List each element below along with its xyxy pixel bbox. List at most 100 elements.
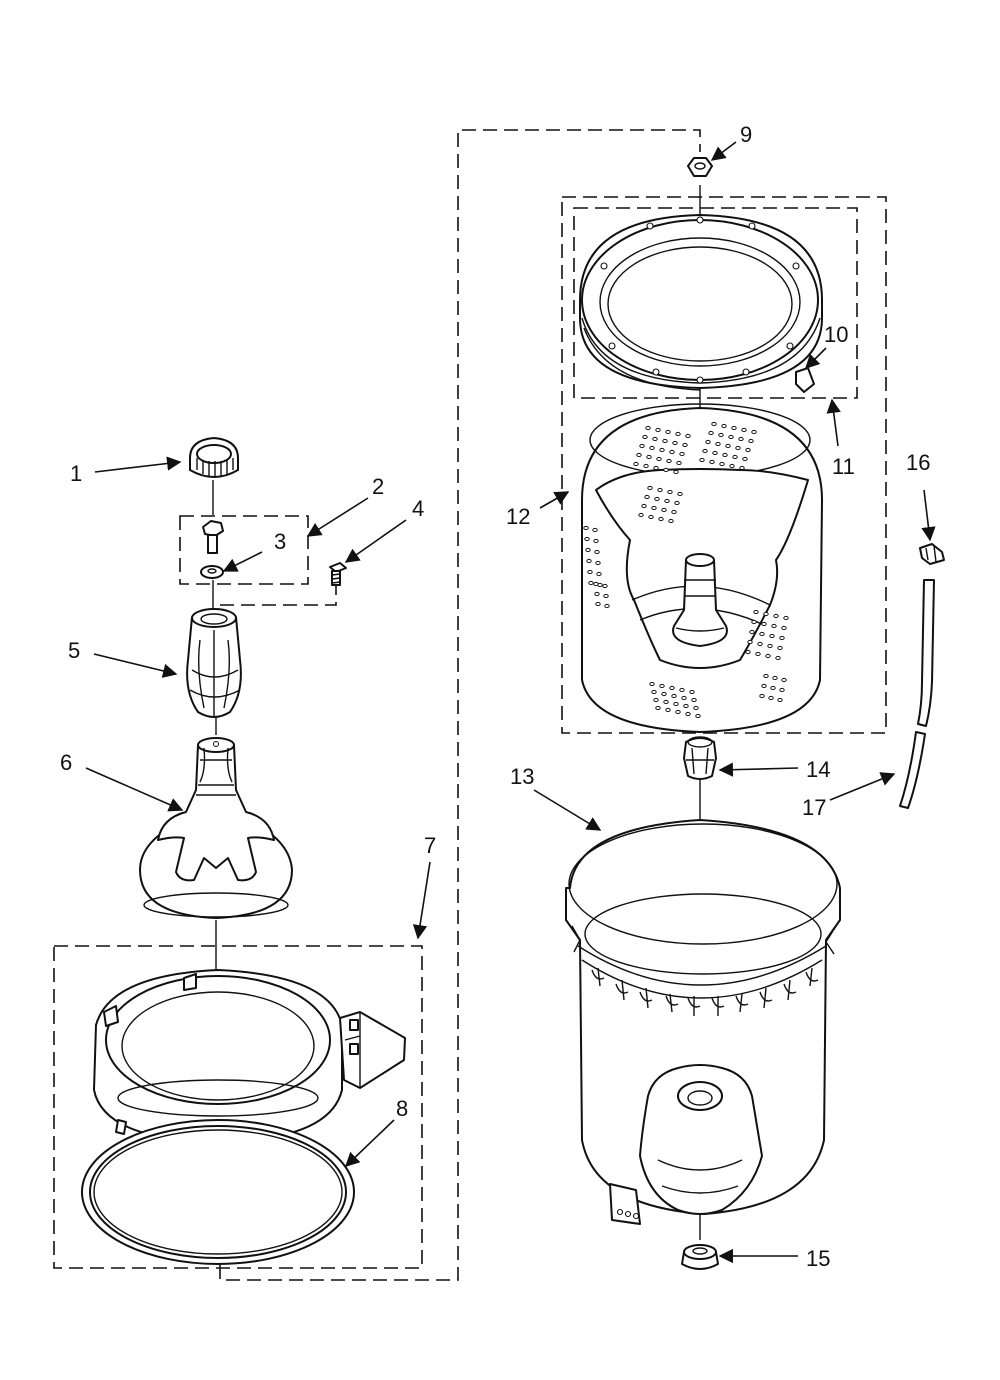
perforation-hole <box>671 693 677 699</box>
perforation-hole <box>777 645 783 651</box>
perforation-hole <box>664 498 670 504</box>
screw <box>329 562 347 586</box>
perforation-hole <box>691 697 697 703</box>
perforation-hole <box>661 507 667 513</box>
perforation-hole <box>722 452 728 458</box>
perforation-hole <box>781 677 787 683</box>
perforation-hole <box>652 436 658 442</box>
callout-13: 13 <box>510 764 534 789</box>
perforation-hole <box>659 683 665 689</box>
perforation-hole <box>595 560 601 566</box>
perforation-hole <box>587 569 593 575</box>
callout-2: 2 <box>372 474 384 499</box>
perforation-hole <box>775 655 781 661</box>
perforation-hole <box>644 494 650 500</box>
assembly-connector-lines <box>219 129 701 1281</box>
perforation-hole <box>642 434 648 440</box>
perforation-hole <box>725 443 731 449</box>
perforation-hole <box>655 705 661 711</box>
callout-4: 4 <box>412 496 424 521</box>
callout-3: 3 <box>274 529 286 554</box>
agitator-cap <box>189 437 239 478</box>
perforation-hole <box>604 603 610 609</box>
perforation-hole <box>759 693 765 699</box>
hose <box>899 579 935 809</box>
perforation-hole <box>751 619 757 625</box>
perforation-hole <box>770 685 776 691</box>
perforation-hole <box>728 434 734 440</box>
perforation-hole <box>585 547 591 553</box>
outer-tub <box>565 819 841 1225</box>
perforation-hole <box>666 458 672 464</box>
perforation-hole <box>658 516 664 522</box>
perforation-hole <box>676 460 682 466</box>
agitator-base <box>139 737 293 919</box>
perforation-hole <box>777 697 783 703</box>
perforation-hole <box>672 440 678 446</box>
perforation-hole <box>759 631 765 637</box>
perforation-hole <box>665 707 671 713</box>
perforation-hole <box>708 430 714 436</box>
perforation-hole <box>661 691 667 697</box>
drive-block <box>683 736 717 780</box>
perforation-hole <box>594 549 600 555</box>
perforation-hole <box>665 429 671 435</box>
perforation-hole <box>646 454 652 460</box>
spanner-nut <box>687 157 713 177</box>
perforation-hole <box>693 705 699 711</box>
basket-assembly <box>561 196 887 734</box>
perforation-hole <box>709 459 715 465</box>
agitator-dogs <box>186 608 242 718</box>
perforation-hole <box>663 467 669 473</box>
perforation-hole <box>773 613 779 619</box>
perforation-hole <box>595 601 601 607</box>
perforation-hole <box>683 703 689 709</box>
perforation-hole <box>649 681 655 687</box>
perforation-hole <box>749 629 755 635</box>
perforation-hole <box>584 536 590 542</box>
perforation-hole <box>636 452 642 458</box>
perforation-hole <box>735 445 741 451</box>
perforation-hole <box>673 469 679 475</box>
perforation-hole <box>763 611 769 617</box>
perforation-hole <box>745 447 751 453</box>
perforation-hole <box>695 713 701 719</box>
perforation-hole <box>757 641 763 647</box>
leader-arrows <box>85 141 936 1264</box>
perforation-hole <box>719 461 725 467</box>
perforation-hole <box>779 635 785 641</box>
perforation-hole <box>656 456 662 462</box>
perforation-hole <box>699 457 705 463</box>
perforation-hole <box>738 436 744 442</box>
perforation-hole <box>767 643 773 649</box>
perforation-hole <box>763 673 769 679</box>
perforation-hole <box>769 633 775 639</box>
basket-perforations <box>583 421 789 719</box>
callout-6: 6 <box>60 750 72 775</box>
perforation-hole <box>668 518 674 524</box>
bolt-washer-kit <box>179 515 309 585</box>
perforation-hole <box>653 465 659 471</box>
perforation-hole <box>675 431 681 437</box>
perforation-hole <box>675 709 681 715</box>
perforation-hole <box>633 461 639 467</box>
callout-12: 12 <box>506 504 530 529</box>
perforation-hole <box>593 538 599 544</box>
perforation-hole <box>654 496 660 502</box>
perforation-hole <box>583 525 589 531</box>
perforation-hole <box>655 427 661 433</box>
perforation-hole <box>596 571 602 577</box>
perforation-hole <box>772 675 778 681</box>
callout-10: 10 <box>824 322 848 347</box>
perforation-hole <box>681 695 687 701</box>
perforation-hole <box>711 421 717 427</box>
perforation-hole <box>643 463 649 469</box>
perforation-hole <box>679 687 685 693</box>
perforation-hole <box>651 689 657 695</box>
perforation-hole <box>662 438 668 444</box>
perforation-hole <box>739 465 745 471</box>
perforation-hole <box>669 685 675 691</box>
perforation-hole <box>729 463 735 469</box>
callout-1: 1 <box>70 461 82 486</box>
